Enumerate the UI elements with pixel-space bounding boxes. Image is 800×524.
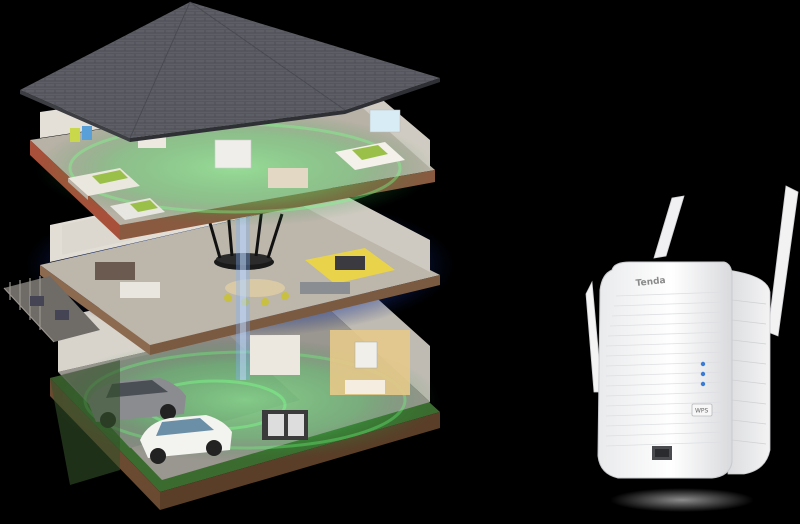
roof (20, 1, 440, 142)
led-indicator (700, 361, 706, 367)
range-extender-device: Tenda WPS (585, 185, 799, 512)
router-icon (206, 207, 284, 270)
ground-floor (50, 256, 440, 510)
left-antenna (585, 195, 685, 393)
wps-button[interactable]: WPS (691, 403, 713, 417)
brand-logo: Tenda (635, 276, 666, 289)
status-leds (700, 361, 706, 387)
ethernet-port[interactable] (652, 446, 672, 460)
device-reflection (610, 488, 754, 512)
house-cutaway (3, 1, 455, 510)
led-indicator (700, 371, 706, 377)
led-indicator (700, 381, 706, 387)
device-front-panel (597, 261, 733, 479)
wps-label: WPS (695, 408, 709, 415)
car-white (140, 415, 232, 464)
